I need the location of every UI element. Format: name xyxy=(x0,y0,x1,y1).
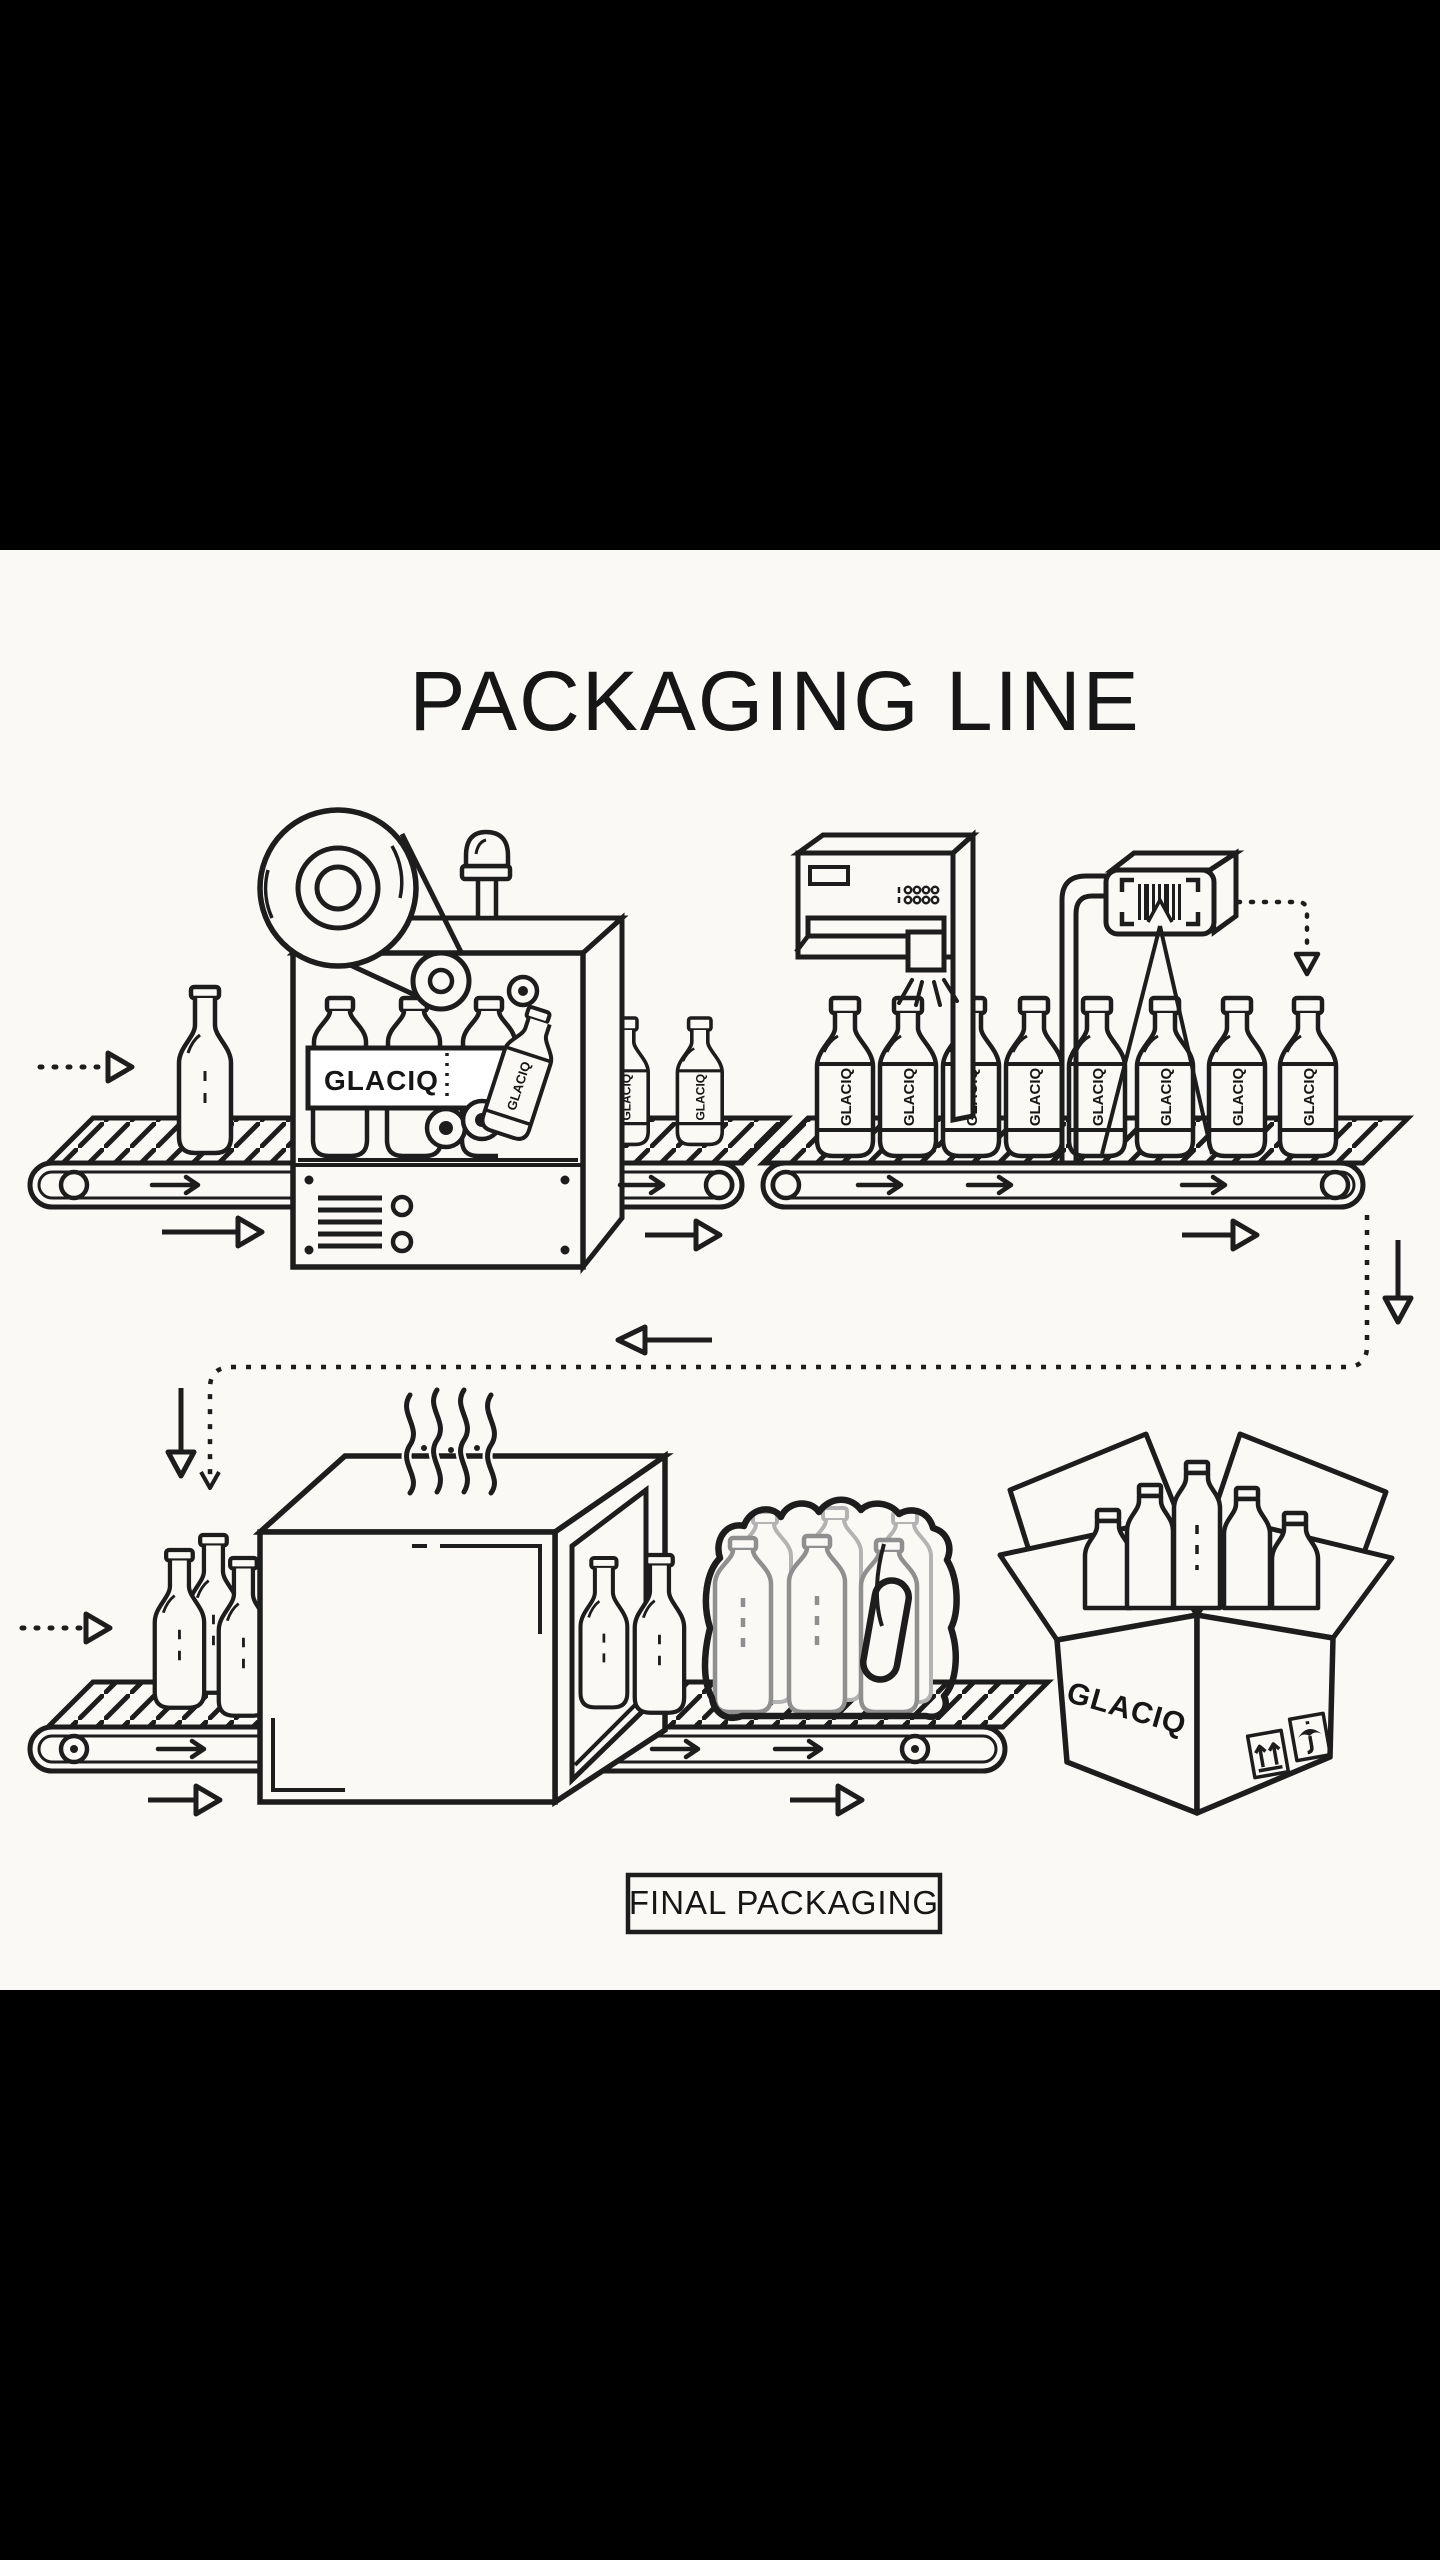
bottle-label-text: GLACIQ xyxy=(901,1068,918,1127)
machine-knob xyxy=(390,1230,414,1254)
packaging-line-illustration: PACKAGING LINE GLACIQ GLACIQ xyxy=(0,550,1440,1990)
barcode-scanner-icon xyxy=(1059,848,1321,1162)
inkjet-coder-icon xyxy=(790,829,980,1124)
page-title: PACKAGING LINE xyxy=(409,654,1140,748)
steam-icon xyxy=(401,1385,500,1498)
bottle-label-text: GLACIQ xyxy=(1090,1068,1107,1127)
shrink-wrapped-pack xyxy=(701,1496,960,1721)
applicator-roller-dot xyxy=(518,986,528,996)
tunnel-corner-marks xyxy=(271,1544,542,1792)
dashed-flow-arrow-icon xyxy=(37,1050,135,1084)
scanner-pole xyxy=(1059,873,1108,1162)
label-strip: GLACIQ xyxy=(305,1045,515,1111)
flow-arrow-icon xyxy=(148,1783,865,1817)
flow-arrow-down-icon xyxy=(165,1240,1414,1479)
final-packaging-caption: FINAL PACKAGING xyxy=(625,1872,943,1935)
machine-knob xyxy=(390,1194,414,1218)
flow-arrow-left-icon xyxy=(615,1324,712,1356)
keep-dry-umbrella-icon xyxy=(1287,1711,1333,1763)
scan-beams-icon xyxy=(1100,925,1214,1155)
shrink-wrap-handle-icon xyxy=(860,1577,912,1683)
conveyor-arrow-icon xyxy=(155,1738,824,1760)
letterbox-bottom xyxy=(0,1990,1440,2560)
labeled-bottle-row: GLACIQ GLACIQ GLACIQ GLACIQ GLACIQ GLACI… xyxy=(817,998,1336,1156)
conveyor-arrow-icon xyxy=(149,1174,1228,1196)
plain-bottle xyxy=(179,987,231,1153)
labeled-bottle-small: GLACIQ xyxy=(675,1016,725,1147)
bottles-entering-tunnel xyxy=(155,1535,268,1716)
shipping-box: GLACIQ xyxy=(997,1431,1395,1816)
dashed-route xyxy=(199,1215,1370,1490)
label-strip-text: GLACIQ xyxy=(324,1065,439,1096)
coder-window xyxy=(808,865,850,886)
dashed-flow-arrow-icon xyxy=(19,1611,113,1645)
machine-bottle-necks xyxy=(311,995,518,1051)
indicator-lamp-icon xyxy=(459,829,513,921)
coder-spray xyxy=(897,978,959,1007)
box-bottles xyxy=(1082,1459,1321,1611)
letterbox-top xyxy=(0,0,1440,550)
diagram-canvas: PACKAGING LINE GLACIQ GLACIQ xyxy=(19,654,1415,1935)
barcode-brackets xyxy=(1119,877,1201,927)
bottle-label-text: GLACIQ xyxy=(694,1074,708,1121)
this-way-up-icon xyxy=(1245,1728,1291,1780)
box-front-faces xyxy=(1054,1612,1336,1816)
bottle-label-text: GLACIQ xyxy=(1230,1068,1247,1127)
dashed-flow-arrow-icon xyxy=(1235,899,1321,977)
label-reel-icon xyxy=(257,807,472,1012)
coder-nozzle xyxy=(905,929,947,973)
bottle-label-text: GLACIQ xyxy=(1158,1068,1175,1127)
flow-arrow-icon xyxy=(162,1215,1260,1252)
tunnel-front-face xyxy=(257,1529,558,1805)
bottle-label-text: GLACIQ xyxy=(1301,1068,1318,1127)
final-packaging-text: FINAL PACKAGING xyxy=(629,1884,939,1921)
coder-sample-glyphs xyxy=(897,885,940,905)
machine-base xyxy=(293,1163,583,1255)
shrink-wrap-outline xyxy=(701,1496,960,1721)
tilted-bottle: GLACIQ xyxy=(480,1005,554,1141)
labeling-machine: GLACIQ GLACIQ xyxy=(257,807,629,1275)
bottle-label-text: GLACIQ xyxy=(838,1068,855,1127)
bottle-label-text: GLACIQ xyxy=(1027,1068,1044,1127)
pack-front-bottles xyxy=(712,1533,920,1715)
